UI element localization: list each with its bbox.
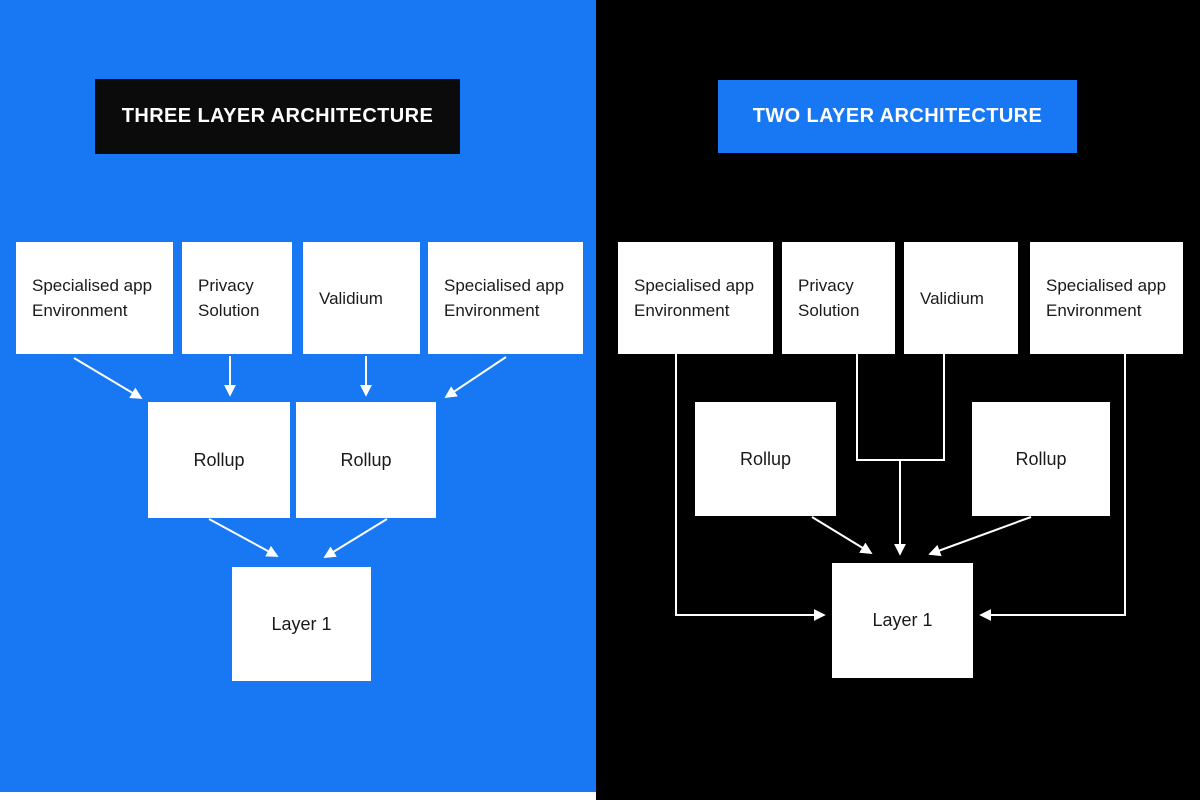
node-validium: Validium [303, 242, 420, 354]
three-layer-title: THREE LAYER ARCHITECTURE [95, 79, 460, 154]
node-specialised-app-environment-2: Specialised app Environment [428, 242, 583, 354]
node-privacy-solution: Privacy Solution [182, 242, 292, 354]
node-specialised-app-environment-2-right: Specialised app Environment [1030, 242, 1183, 354]
node-rollup-1: Rollup [148, 402, 290, 518]
node-specialised-app-environment-1-right: Specialised app Environment [618, 242, 773, 354]
node-validium-right: Validium [904, 242, 1018, 354]
node-rollup-1-right: Rollup [695, 402, 836, 516]
node-privacy-solution-right: Privacy Solution [782, 242, 895, 354]
two-layer-title: TWO LAYER ARCHITECTURE [718, 80, 1077, 153]
node-rollup-2-right: Rollup [972, 402, 1110, 516]
node-layer-1-right: Layer 1 [832, 563, 973, 678]
node-layer-1: Layer 1 [232, 567, 371, 681]
node-specialised-app-environment-1: Specialised app Environment [16, 242, 173, 354]
node-rollup-2: Rollup [296, 402, 436, 518]
